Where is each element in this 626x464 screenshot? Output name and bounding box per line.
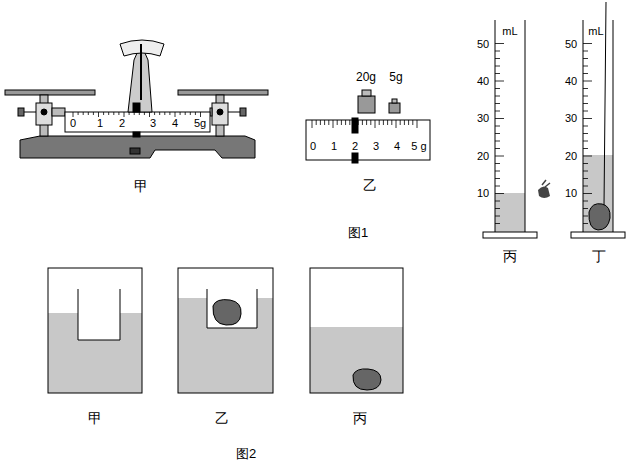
figure-title: 图2 [236, 447, 256, 460]
balance [5, 40, 268, 158]
scale-number: 4 [172, 118, 178, 129]
figure-caption: 乙 [363, 178, 377, 192]
scale-number: 10 [565, 188, 577, 199]
unit-label: mL [588, 26, 603, 37]
scale-number: 2 [352, 141, 358, 152]
figure-title: 图1 [348, 226, 368, 239]
figure-caption: 丙 [503, 249, 517, 263]
figure-caption: 丁 [592, 249, 606, 263]
figure-caption: 甲 [88, 411, 102, 425]
beaker-c [310, 268, 403, 393]
cylinder-d [571, 2, 625, 238]
scale-number: 5g [194, 118, 206, 129]
scale-number: 40 [477, 76, 489, 87]
scale-number: 1 [331, 141, 337, 152]
scale-number: 3 [373, 141, 379, 152]
stone-icon [538, 180, 550, 198]
scale-number: 0 [70, 118, 76, 129]
scale-number: 3 [150, 118, 156, 129]
scale-number: 5 g [411, 141, 426, 152]
scale-number: 20 [565, 151, 577, 162]
scale-number: 0 [310, 141, 316, 152]
scale-number: 4 [394, 141, 400, 152]
figure-caption: 乙 [215, 411, 229, 425]
cylinder-c [483, 20, 537, 238]
weight-label: 5g [389, 71, 402, 83]
beaker-b [178, 268, 273, 393]
scale-number: 10 [477, 188, 489, 199]
unit-label: mL [502, 26, 517, 37]
scale-number: 50 [477, 39, 489, 50]
scale-number: 20 [477, 151, 489, 162]
beaker-a [48, 268, 142, 393]
weights-and-rider [306, 90, 430, 163]
figure-caption: 甲 [134, 179, 148, 193]
scale-number: 50 [565, 39, 577, 50]
figure-caption: 丙 [353, 411, 367, 425]
scale-number: 30 [477, 113, 489, 124]
scale-number: 40 [565, 76, 577, 87]
weight-label: 20g [356, 71, 376, 83]
scale-number: 30 [565, 113, 577, 124]
scale-number: 2 [119, 118, 125, 129]
scale-number: 1 [97, 118, 103, 129]
